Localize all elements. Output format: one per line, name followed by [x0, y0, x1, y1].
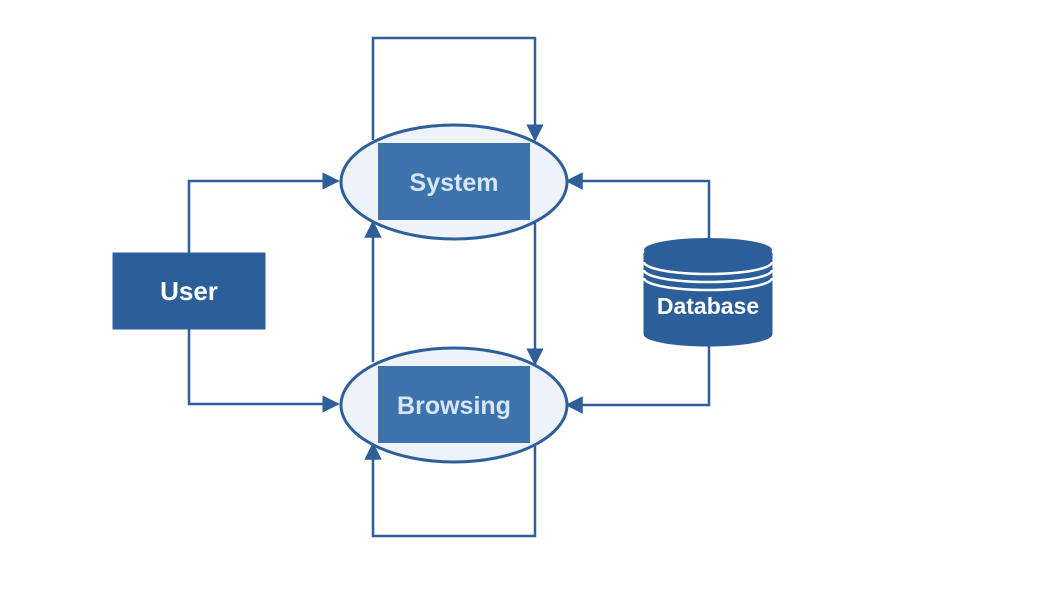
database-node: Database: [642, 238, 774, 347]
edge-browsing-self-loop: [364, 442, 537, 538]
browsing-node: Browsing: [339, 346, 569, 464]
system-label: System: [410, 169, 499, 197]
user-label: User: [160, 276, 218, 306]
edge-database-to-browsing: [565, 346, 711, 414]
browsing-label: Browsing: [397, 392, 511, 420]
connectors: [187, 36, 711, 538]
edge-database-to-system: [565, 172, 711, 238]
edge-user-to-system: [187, 172, 340, 253]
user-node: User: [112, 252, 266, 330]
database-label: Database: [657, 293, 759, 319]
system-node: System: [339, 123, 569, 241]
edge-system-self-loop: [371, 36, 544, 142]
edge-user-to-browsing: [187, 329, 340, 413]
